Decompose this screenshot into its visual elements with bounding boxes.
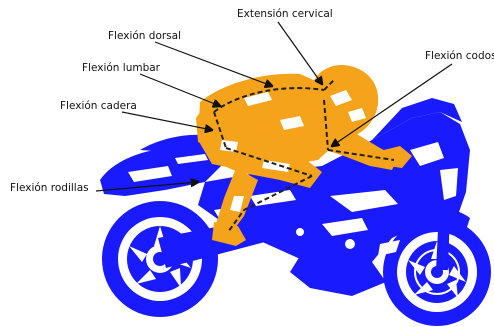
label-dorsal-flexion: Flexión dorsal — [108, 30, 181, 42]
leader-line-dorsal — [155, 42, 272, 86]
rear-wheel — [102, 201, 218, 317]
label-cervical-extension: Extensión cervical — [237, 8, 333, 20]
label-lumbar-flexion: Flexión lumbar — [82, 62, 160, 74]
label-elbow-flexion: Flexión codos — [425, 50, 494, 62]
label-knee-flexion: Flexión rodillas — [10, 182, 89, 194]
belly-pan — [290, 256, 386, 296]
leader-line-lumbar — [140, 74, 220, 106]
label-hip-flexion: Flexión cadera — [60, 100, 137, 112]
